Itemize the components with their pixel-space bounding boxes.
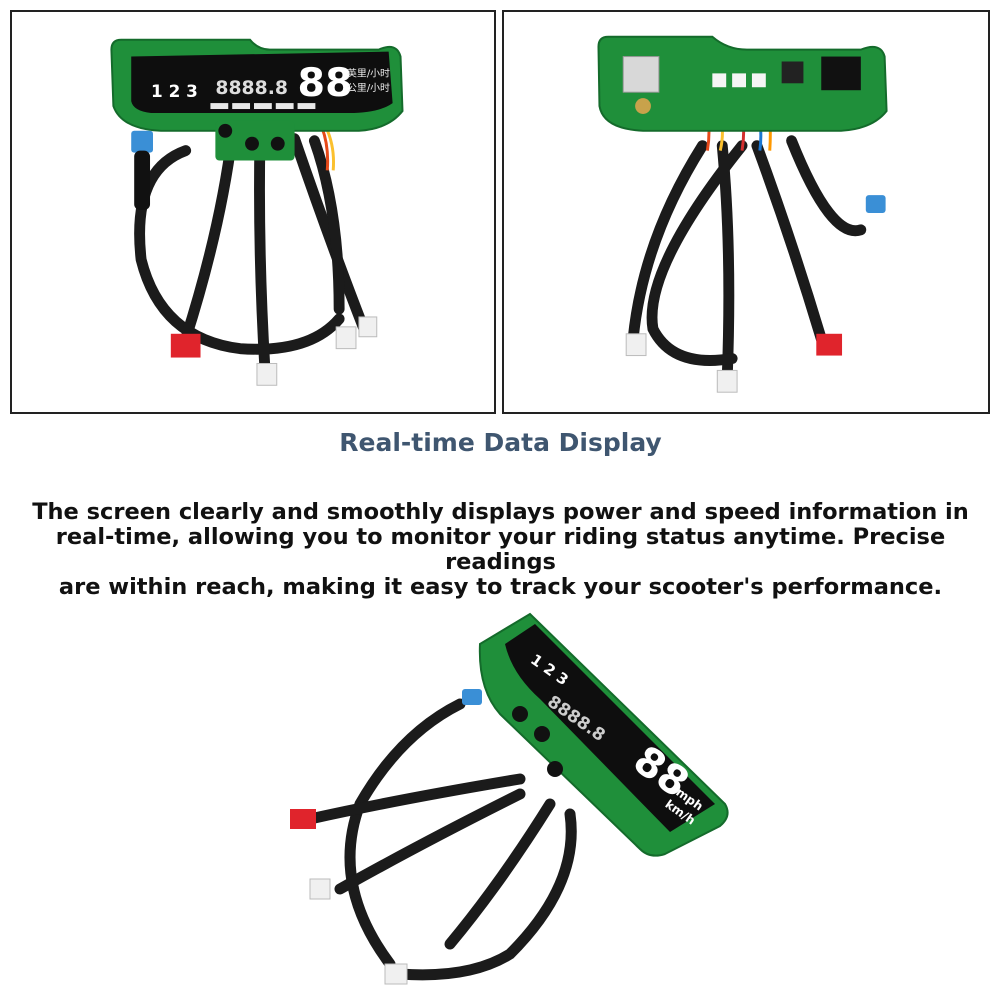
gear-indicator: 1 2 3 bbox=[151, 81, 198, 101]
blue-connector-angled bbox=[462, 689, 482, 705]
description-line: real-time, allowing you to monitor your … bbox=[55, 524, 946, 575]
front-view-photo: 1 2 3 8888.8 88 英里/小时 公里/小时 bbox=[10, 10, 496, 414]
microcontroller bbox=[781, 61, 804, 84]
red-connector-back bbox=[816, 333, 843, 356]
red-connector-angled bbox=[290, 809, 316, 829]
speed-digits: 88 bbox=[298, 60, 353, 106]
angled-view-photo: 1 2 3 8888.8 88 mph km/h bbox=[250, 604, 750, 994]
blue-connector bbox=[131, 130, 153, 153]
angled-view-illustration: 1 2 3 8888.8 88 mph km/h bbox=[290, 612, 729, 985]
section-title: Real-time Data Display bbox=[339, 428, 662, 457]
blue-connector-back bbox=[865, 195, 886, 213]
unit-cn-mph: 英里/小时 bbox=[347, 66, 390, 79]
red-connector bbox=[170, 333, 201, 358]
description-text: The screen clearly and smoothly displays… bbox=[15, 500, 986, 600]
back-view-photo bbox=[502, 10, 990, 414]
lcd-screen-angled bbox=[505, 624, 715, 832]
description-line: The screen clearly and smoothly displays… bbox=[32, 499, 969, 525]
description-line: are within reach, making it easy to trac… bbox=[58, 574, 943, 600]
front-view-illustration: 1 2 3 8888.8 88 英里/小时 公里/小时 bbox=[110, 38, 404, 386]
lcd-screen bbox=[131, 51, 393, 113]
chip bbox=[622, 56, 660, 93]
ic-chip bbox=[821, 56, 861, 91]
odometer: 8888.8 bbox=[215, 78, 288, 99]
back-view-illustration bbox=[597, 35, 888, 393]
unit-cn-kmh: 公里/小时 bbox=[347, 82, 390, 94]
